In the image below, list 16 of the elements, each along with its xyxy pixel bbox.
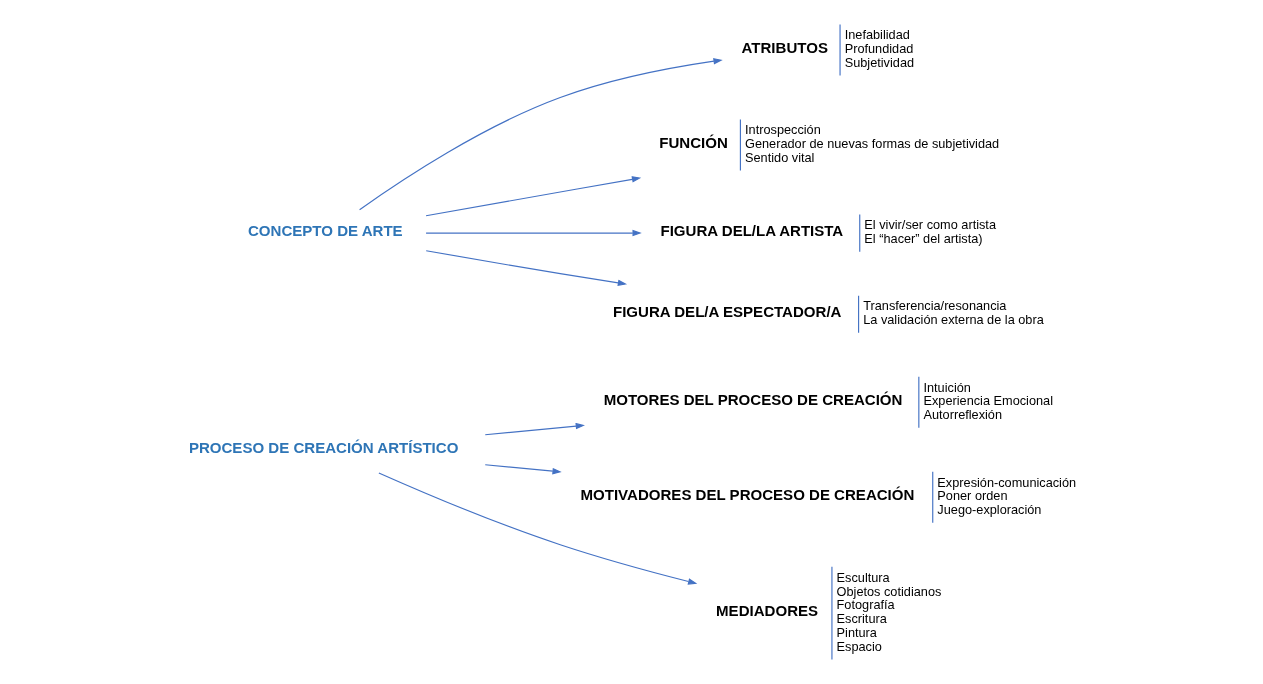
arrow	[378, 472, 698, 585]
arrow	[425, 176, 642, 217]
node-text: MOTORES DEL PROCESO DE CREACIÓN Intuición Experiencia Emocional Autorreflexión	[603, 379, 1054, 423]
arrow	[425, 229, 642, 237]
node-text: MEDIADORES Escultura Objetos cotidianos Fotografía Escritura Pintura Espacio	[716, 569, 942, 655]
node-text: FIGURA DEL/LA ARTISTA El vivir/ser como artista El “hacer” del artista)	[660, 217, 997, 247]
node-text: MOTIVADORES DEL PROCESO DE CREACIÓN Expresión-comunicación Poner orden Juego-exploración	[580, 474, 1077, 518]
node-text: FUNCIÓN Introspección Generador de nuevas formas de subjetividad Sentido vital	[659, 122, 1000, 166]
node-text: CONCEPTO DE ARTE	[248, 221, 403, 239]
node-text: ATRIBUTOS Inefabilidad Profundidad Subjetividad	[741, 27, 915, 71]
arrow	[359, 58, 723, 211]
arrow	[484, 422, 585, 436]
node-text: FIGURA DEL/A ESPECTADOR/A Transferencia/resonancia La validación externa de la obra	[612, 298, 1044, 328]
arrow	[425, 250, 628, 287]
node-text: PROCESO DE CREACIÓN ARTÍSTICO	[188, 438, 459, 456]
arrow	[484, 464, 562, 475]
